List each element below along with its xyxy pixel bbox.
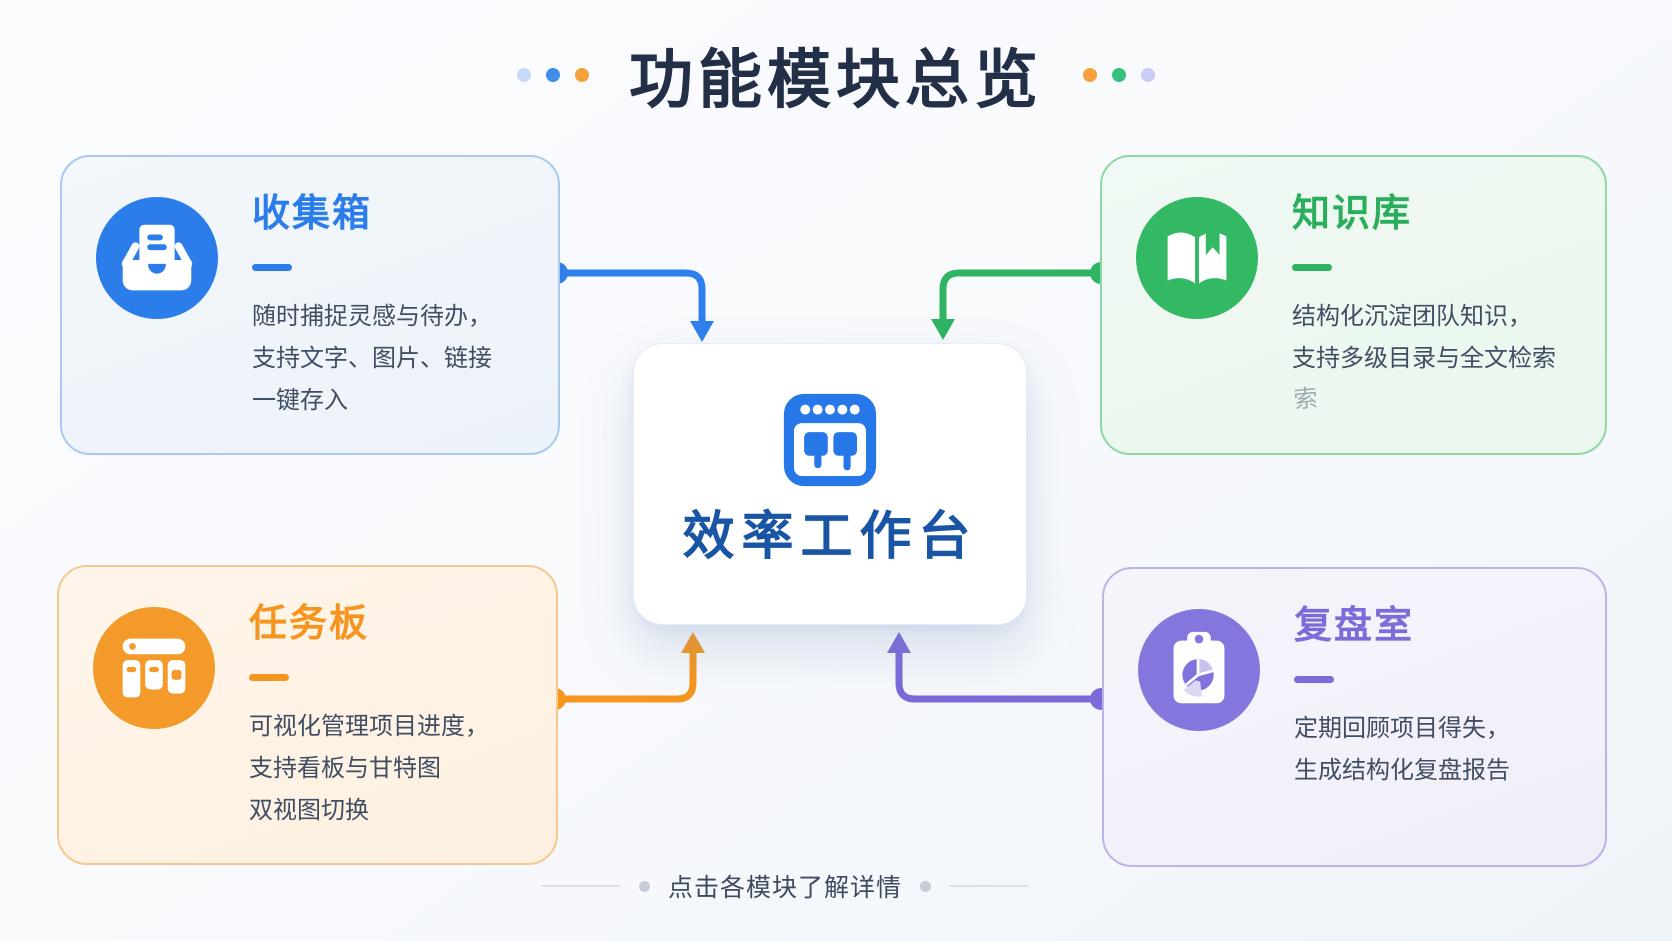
accent-dash [252, 263, 292, 271]
dot-icon [638, 880, 650, 892]
dot-icon [920, 880, 932, 892]
module-description-line: 支持看板与甘特图 [249, 754, 441, 782]
module-description-line: 一键存入 [252, 386, 348, 414]
arrow-review-to-center [887, 632, 1112, 710]
module-card-inbox[interactable]: 收集箱 随时捕捉灵感与待办， 支持文字、图片、链接 一键存入 [60, 155, 560, 455]
module-description-line: 定期回顾项目得失， [1294, 714, 1510, 742]
dot-icon [575, 68, 589, 82]
module-description-line: 结构化沉淀团队知识， [1292, 302, 1532, 330]
module-body: 收集箱 随时捕捉灵感与待办， 支持文字、图片、链接 一键存入 [252, 193, 540, 422]
footer-hint: 点击各模块了解详情 [540, 868, 1030, 904]
arrow-taskboard-to-center [544, 632, 705, 710]
module-body: 任务板 可视化管理项目进度， 支持看板与甘特图 双视图切换 [249, 603, 538, 832]
dot-icon [546, 68, 560, 82]
divider-line [949, 885, 1030, 887]
header: 功能模块总览 [0, 30, 1672, 120]
accent-dash [1292, 263, 1332, 271]
clipboard-chart-icon [1138, 609, 1260, 731]
module-description-line: 支持多级目录与全文检索 [1292, 344, 1556, 372]
module-title: 复盘室 [1294, 605, 1415, 647]
open-book-icon [1136, 197, 1258, 319]
title-decoration-dots-right [1083, 68, 1155, 82]
module-description-line: 随时捕捉灵感与待办， [252, 302, 492, 330]
module-description-line: 生成结构化复盘报告 [1294, 756, 1510, 784]
module-title: 知识库 [1292, 193, 1413, 235]
module-card-taskboard[interactable]: 任务板 可视化管理项目进度， 支持看板与甘特图 双视图切换 [57, 565, 558, 865]
module-description-line: 支持文字、图片、链接 [252, 344, 492, 372]
footer-caption: 点击各模块了解详情 [667, 874, 903, 902]
accent-dash [249, 673, 289, 681]
workbench-window-icon [783, 393, 877, 487]
dot-icon [1083, 68, 1097, 82]
module-description-line: 双视图切换 [249, 796, 369, 824]
center-title: 效率工作台 [682, 508, 978, 566]
module-card-review[interactable]: 复盘室 定期回顾项目得失， 生成结构化复盘报告 [1102, 567, 1607, 867]
arrow-knowledge-to-center [931, 262, 1112, 340]
module-title: 任务板 [249, 603, 370, 645]
inbox-icon [96, 197, 218, 319]
center-workbench-card[interactable]: 效率工作台 [633, 343, 1027, 625]
module-body: 知识库 结构化沉淀团队知识， 支持多级目录与全文检索 索 [1292, 193, 1587, 422]
title-decoration-dots-left [517, 68, 589, 82]
module-description-line-faint: 索 [1292, 384, 1319, 414]
divider-line [540, 885, 621, 887]
page-title: 功能模块总览 [629, 44, 1043, 116]
module-body: 复盘室 定期回顾项目得失， 生成结构化复盘报告 [1294, 605, 1587, 792]
module-card-knowledge[interactable]: 知识库 结构化沉淀团队知识， 支持多级目录与全文检索 索 [1100, 155, 1607, 455]
dot-icon [1141, 68, 1155, 82]
dot-icon [517, 68, 531, 82]
module-description-line: 可视化管理项目进度， [249, 712, 489, 740]
arrow-inbox-to-center [546, 262, 714, 342]
dot-icon [1112, 68, 1126, 82]
accent-dash [1294, 675, 1334, 683]
kanban-board-icon [93, 607, 215, 729]
module-title: 收集箱 [252, 193, 373, 235]
